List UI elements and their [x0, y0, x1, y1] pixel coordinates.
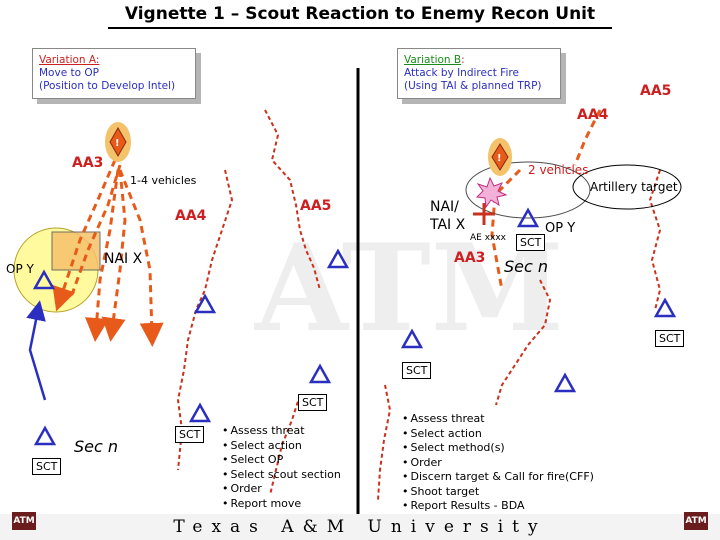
scout-triangle-right-low	[553, 372, 577, 393]
label-nai-line2: TAI X	[430, 217, 466, 233]
label-nai-left: NAI X	[104, 251, 143, 267]
variation-a-heading: Variation A:	[39, 54, 100, 66]
action-left-6: Report move	[222, 497, 341, 512]
enemy-route-4	[84, 169, 120, 342]
action-list-left: Assess threat Select action Select OP Se…	[222, 424, 341, 511]
action-left-2: Select action	[222, 439, 341, 454]
variation-a-line2: (Position to Develop Intel)	[39, 80, 176, 92]
action-right-5: Discern target & Call for fire(CFF)	[402, 470, 594, 485]
enemy-route-2	[68, 164, 122, 301]
enemy-route-5	[118, 169, 164, 347]
scout-triangle-sct	[188, 402, 212, 423]
label-artillery-target: Artillery target	[590, 180, 678, 194]
footer-logo-left: ATM	[12, 512, 36, 530]
sct-box-left-right: SCT	[298, 394, 328, 411]
action-left-3: Select OP	[222, 453, 341, 468]
vehicle-group-ellipse	[465, 161, 591, 219]
variation-a-line1: Move to OP	[39, 67, 99, 79]
label-aa5-left: AA5	[300, 198, 332, 214]
action-right-6: Shoot target	[402, 485, 594, 500]
terrain-line-left-a	[264, 109, 321, 291]
scout-triangle-right-high	[653, 297, 677, 318]
variation-b-colon: :	[461, 54, 465, 66]
label-secn-right: Sec n	[504, 257, 549, 276]
label-aa3-right: AA3	[454, 250, 486, 266]
action-left-1: Assess threat	[222, 424, 341, 439]
svg-text:!: !	[115, 138, 120, 149]
label-aa4-right: AA4	[577, 107, 609, 123]
terrain-line-left-b	[176, 169, 234, 471]
sct-box-op-right: SCT	[516, 234, 546, 251]
label-op-left: OP Y	[6, 262, 34, 276]
label-vehicles-right: 2 vehicles	[528, 163, 589, 177]
action-right-4: Order	[402, 456, 594, 471]
sct-box-right-far: SCT	[655, 330, 685, 347]
scout-move-route	[26, 300, 47, 401]
label-vehicles-left: 1-4 vehicles	[130, 174, 197, 187]
label-aa5-right: AA5	[640, 83, 672, 99]
artillery-target-ellipse	[572, 164, 682, 210]
scout-triangle-secn	[33, 425, 57, 446]
scout-triangle-sct2	[308, 363, 332, 384]
enemy-unit-left: !	[105, 122, 131, 162]
scout-triangle-mid	[193, 293, 217, 314]
enemy-route-3	[101, 169, 127, 342]
impact-burst	[475, 176, 508, 209]
scout-triangle-sct-right	[400, 328, 424, 349]
action-right-1: Assess threat	[402, 412, 594, 427]
enemy-route-1	[52, 159, 117, 312]
scout-triangle-aa5	[326, 248, 350, 269]
svg-text:!: !	[497, 153, 502, 164]
label-aa3-left: AA3	[72, 155, 104, 171]
terrain-line-right-b	[648, 169, 662, 311]
action-list-right: Assess threat Select action Select metho…	[402, 412, 594, 514]
scout-triangle-op-right	[516, 207, 540, 228]
action-right-7: Report Results - BDA	[402, 499, 594, 514]
variation-b-box: Variation B: Attack by Indirect Fire (Us…	[397, 48, 561, 99]
page-title: Vignette 1 – Scout Reaction to Enemy Rec…	[124, 4, 596, 24]
action-left-4: Select scout section	[222, 468, 341, 483]
label-secn-left: Sec n	[74, 437, 119, 456]
variation-b-line1: Attack by Indirect Fire	[404, 67, 519, 79]
label-nai-line1: NAI/	[430, 199, 459, 215]
variation-b-line2: (Using TAI & planned TRP)	[404, 80, 542, 92]
sct-box-left-mid: SCT	[175, 426, 205, 443]
enemy-route-right-1	[490, 168, 522, 291]
action-left-5: Order	[222, 482, 341, 497]
footer-band	[0, 514, 720, 540]
label-ae: AE xxxx	[470, 233, 507, 243]
variation-a-box: Variation A: Move to OP (Position to Dev…	[32, 48, 196, 99]
enemy-route-right-2	[573, 109, 602, 166]
title-underline	[108, 27, 612, 29]
sct-box-right-near: SCT	[402, 362, 432, 379]
action-right-2: Select action	[402, 427, 594, 442]
enemy-unit-right: !	[488, 138, 512, 176]
terrain-line-right-c	[377, 384, 392, 501]
footer-logo-right: ATM	[684, 512, 708, 530]
scout-triangle-op	[32, 269, 56, 290]
label-aa4-left: AA4	[175, 208, 207, 224]
footer-university-text: Texas A&M University	[173, 517, 547, 537]
label-op-right: OP Y	[545, 221, 576, 236]
variation-b-heading: Variation B	[404, 54, 462, 66]
action-right-3: Select method(s)	[402, 441, 594, 456]
sct-box-left-bottom: SCT	[32, 458, 62, 475]
terrain-line-right-a	[495, 279, 552, 406]
